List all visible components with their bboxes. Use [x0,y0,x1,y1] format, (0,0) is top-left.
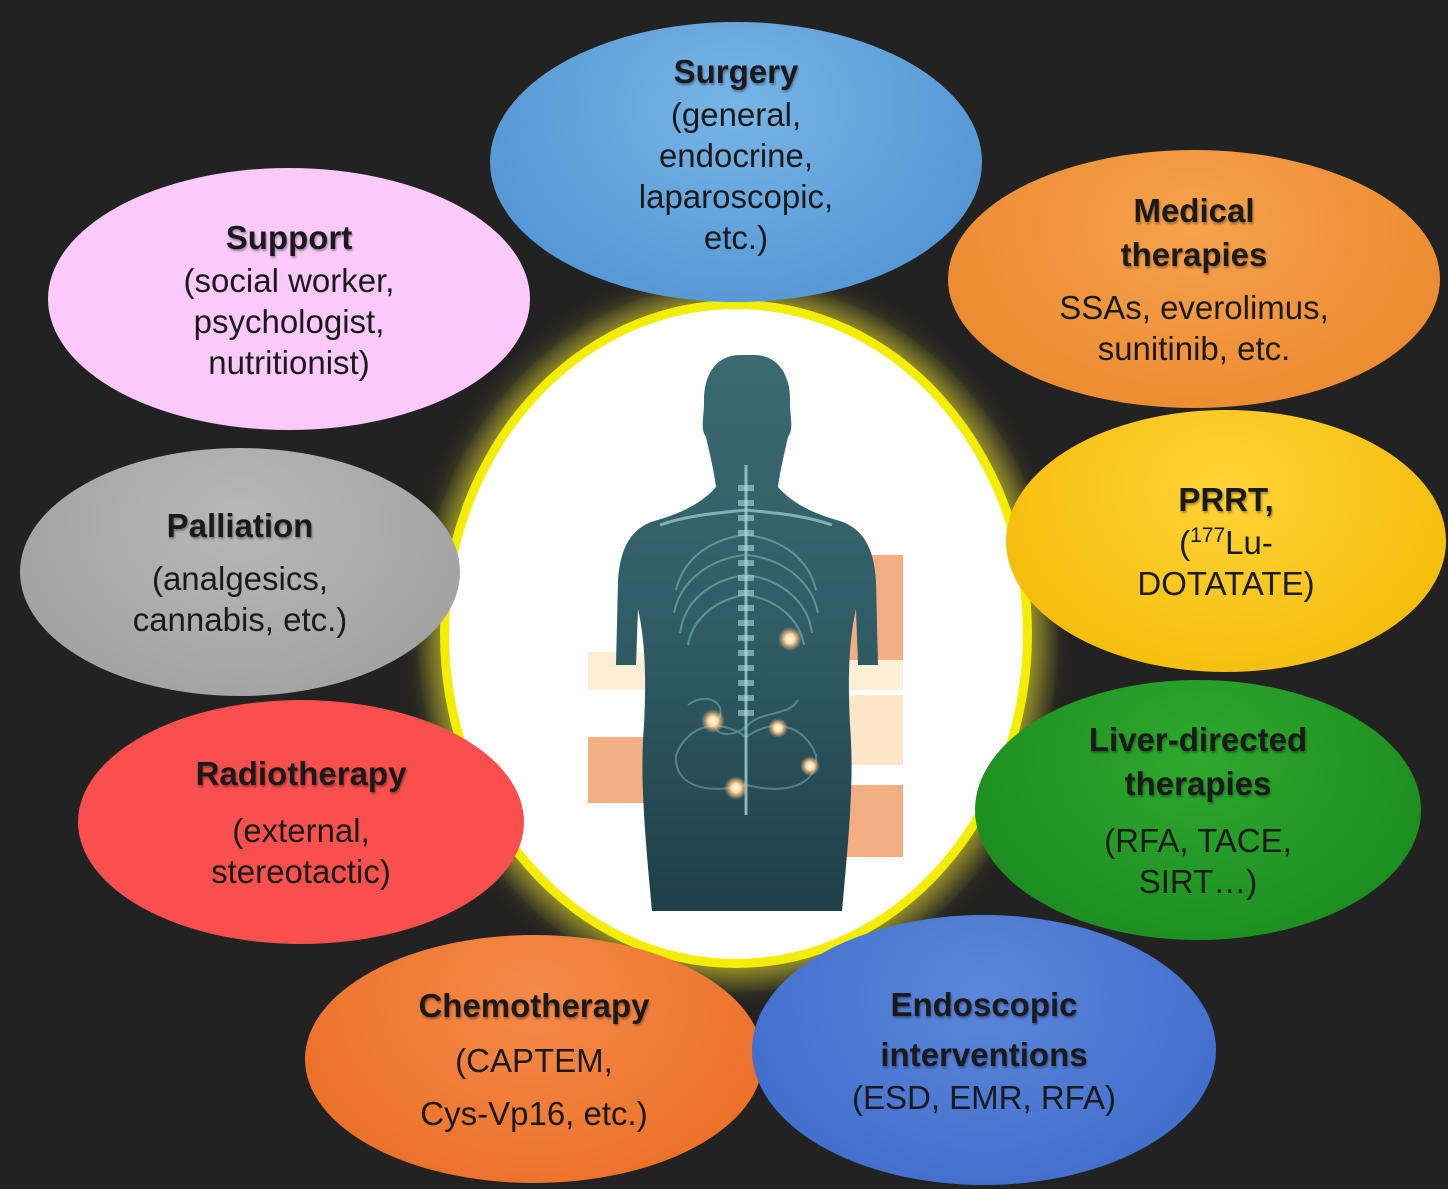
prrt-detail-1: (177Lu- [1179,522,1273,563]
medical-title-2: therapies [1120,236,1268,273]
human-body-xray-icon [588,355,903,911]
chemotherapy-title: Chemotherapy [418,987,650,1024]
prrt-detail-2: DOTATATE) [1137,565,1315,602]
liver-directed-bubble: Liver-directed therapies (RFA, TACE, SIR… [975,680,1421,940]
prrt-element: Lu- [1225,524,1273,561]
prrt-bubble: PRRT, (177Lu- DOTATATE) [1006,410,1446,672]
palliation-bubble: Palliation (analgesics, cannabis, etc.) [20,448,460,696]
support-detail-2: psychologist, [193,302,385,340]
liver-detail-2: SIRT…) [1138,863,1258,900]
medical-detail-1: SSAs, everolimus, [1059,289,1329,326]
prrt-title: PRRT, [1178,481,1274,518]
palliation-title: Palliation [166,507,314,544]
radiotherapy-detail-1: (external, [232,812,370,849]
surgery-detail-1: (general, [670,96,802,133]
palliation-detail-1: (analgesics, [151,560,329,597]
chemotherapy-bubble: Chemotherapy (CAPTEM, Cys-Vp16, etc.) [305,935,763,1183]
medical-title-1: Medical [1133,192,1255,229]
medical-detail-2: sunitinib, etc. [1097,330,1291,367]
surgery-detail-3: laparoscopic, [638,178,834,215]
radiotherapy-detail-2: stereotactic) [211,853,391,890]
support-detail-3: nutritionist) [208,343,370,381]
support-title: Support [225,218,353,256]
chemotherapy-detail-1: (CAPTEM, [455,1042,613,1079]
endoscopic-title-1: Endoscopic [890,985,1078,1023]
endoscopic-detail-1: (ESD, EMR, RFA) [851,1078,1117,1116]
support-detail-1: (social worker, [183,261,395,299]
radiotherapy-bubble: Radiotherapy (external, stereotactic) [78,700,524,944]
liver-detail-1: (RFA, TACE, [1104,822,1292,859]
liver-title-2: therapies [1124,765,1272,802]
prrt-paren: ( [1179,524,1191,561]
medical-therapies-bubble: Medical therapies SSAs, everolimus, suni… [948,150,1440,408]
endoscopic-bubble: Endoscopic interventions (ESD, EMR, RFA) [752,915,1216,1185]
surgery-detail-2: endocrine, [658,137,814,174]
surgery-title: Surgery [673,53,799,90]
chemotherapy-detail-2: Cys-Vp16, etc.) [420,1095,648,1132]
radiotherapy-title: Radiotherapy [195,755,407,792]
prrt-isotope-mass: 177 [1190,524,1226,547]
liver-title-1: Liver-directed [1088,721,1308,758]
surgery-bubble: Surgery (general, endocrine, laparoscopi… [490,22,982,302]
endoscopic-title-2: interventions [880,1035,1088,1073]
palliation-detail-2: cannabis, etc.) [132,601,348,638]
support-bubble: Support (social worker, psychologist, nu… [48,168,530,430]
surgery-detail-4: etc.) [703,219,769,256]
